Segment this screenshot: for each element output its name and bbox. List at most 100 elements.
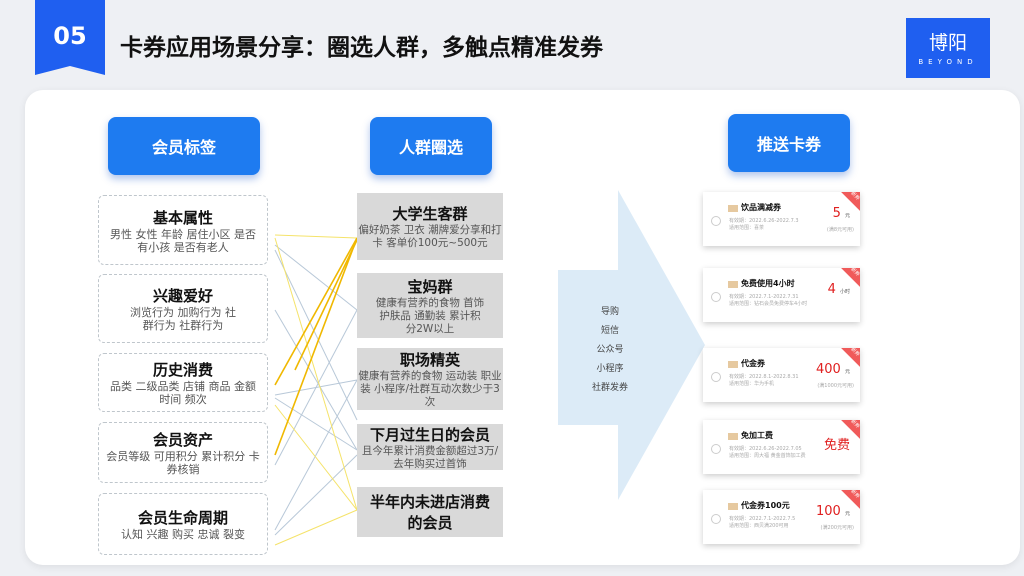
coupon-value: 4 [827,282,836,297]
link-line [274,397,358,451]
crowd-box: 下月过生日的会员且今年累计消费金额超过3万/去年购买过首饰 [357,424,503,470]
coupon-value: 400 [816,362,841,377]
coupon-circle-icon [711,514,721,524]
logo-sub: BEYOND [918,58,978,66]
tag-title: 历史消费 [152,361,213,379]
coupon-name: 免加工费 [741,431,773,440]
coupon-scope: 适用范围：西贝满200可用 [729,523,789,529]
coupon-name: 饮品满减券 [741,203,781,212]
tag-desc: 男性 女性 年龄 居住小区 是否有小孩 是否有老人 [110,227,256,254]
coupon-validity: 有效期：2022.8.1-2022.8.31 [729,374,799,380]
crowd-title: 半年内未进店消费的会员 [369,493,490,532]
coupon-name: 代金券100元 [741,501,790,510]
link-line [274,454,358,536]
coupon-unit: 元 [844,369,850,375]
ticket-icon [728,433,738,440]
coupon-unit: 元 [844,213,850,219]
tag-box: 基本属性男性 女性 年龄 居住小区 是否有小孩 是否有老人 [98,195,268,265]
crowd-title: 宝妈群 [407,277,453,296]
tag-title: 兴趣爱好 [152,287,213,305]
crowd-box: 大学生客群偏好奶茶 卫衣 潮牌爱分享和打卡 客单价100元~500元 [357,193,503,260]
coupon-name: 代金券 [741,359,765,368]
link-line [274,237,358,456]
coupon-name: 免费使用4小时 [741,279,795,288]
coupon-value-wrap: 400 元 [816,362,850,377]
link-line [274,237,358,511]
channel-item: 小程序 [596,364,624,374]
slide-number: 05 [35,0,105,75]
channel-item: 社群发券 [591,383,628,393]
tag-desc: 浏览行为 加购行为 社群行为 社群行为 [130,306,236,332]
coupon-value: 5 [832,206,841,221]
coupon-scope: 适用范围：华为手机 [729,381,775,387]
crowd-desc: 健康有营养的食物 首饰 护肤品 通勤装 累计积分2W以上 [375,296,485,335]
tag-box: 会员资产会员等级 可用积分 累计积分 卡券核销 [98,422,268,483]
coupon-circle-icon [711,372,721,382]
crowd-selection-header: 人群圈选 [370,117,492,175]
crowd-title: 下月过生日的会员 [369,425,490,444]
tag-title: 会员资产 [152,431,213,449]
crowd-title: 职场精英 [399,351,460,369]
channel-list: 导购 短信 公众号 小程序 社群发券 [580,303,640,398]
coupon-validity: 有效期：2022.6.26-2022.7.3 [729,218,799,224]
coupon-condition: (满200元可用) [820,525,854,531]
channel-item: 短信 [600,326,619,336]
coupon-value-wrap: 5 元 [833,206,850,221]
crowd-title: 大学生客群 [392,205,468,223]
coupon-value: 100 [816,504,841,519]
coupon-condition: (满8元可用) [826,227,854,233]
link-line [294,239,358,371]
push-coupons-header: 推送卡券 [728,114,850,172]
channel-arrow [558,190,705,500]
link-line [274,234,358,239]
crowd-desc: 偏好奶茶 卫衣 潮牌爱分享和打卡 客单价100元~500元 [358,224,502,249]
ticket-icon [728,281,738,288]
tag-box: 兴趣爱好浏览行为 加购行为 社群行为 社群行为 [98,274,268,343]
logo-name: 博阳 [928,32,967,54]
link-line [274,404,358,511]
ticket-icon [728,361,738,368]
coupon-circle-icon [711,216,721,226]
coupon-circle-icon [711,292,721,302]
coupon-unit: 小时 [839,289,850,295]
channel-item: 公众号 [596,345,624,355]
link-line [274,244,358,311]
coupon-value: 免费 [823,438,850,453]
coupon-validity: 有效期：2022.6.26-2022.7.05 [729,446,802,452]
crowd-desc: 健康有营养的食物 运动装 职业装 小程序/社群互动次数少于3次 [358,370,502,408]
member-tags-header: 会员标签 [108,117,260,175]
coupon-value-wrap: 4 小时 [828,282,850,297]
tag-desc: 认知 兴趣 购买 忠诚 裂变 [121,528,245,541]
tag-title: 会员生命周期 [137,509,228,527]
coupon-condition: (满1000元可用) [817,383,854,389]
logo: 博阳 BEYOND [906,18,990,78]
crowd-desc: 且今年累计消费金额超过3万/去年购买过首饰 [361,444,499,470]
crowd-box: 职场精英健康有营养的食物 运动装 职业装 小程序/社群互动次数少于3次 [357,348,503,410]
channel-item: 导购 [600,307,619,317]
coupon-validity: 有效期：2022.7.1-2022.7.5 [729,516,796,522]
coupon-value-wrap: 免费 [824,434,850,453]
link-line [274,309,358,466]
coupon-value-wrap: 100 元 [816,504,850,519]
tag-desc: 会员等级 可用积分 累计积分 卡券核销 [106,450,260,476]
tag-box: 会员生命周期认知 兴趣 购买 忠诚 裂变 [98,493,268,555]
crowd-box: 半年内未进店消费的会员 [357,487,503,537]
ticket-icon [728,205,738,212]
ticket-icon [728,503,738,510]
link-line [274,379,358,531]
coupon-circle-icon [711,444,721,454]
link-line [274,309,358,451]
slide-title: 卡券应用场景分享：圈选人群，多触点精准发券 [120,35,603,61]
coupon-validity: 有效期：2022.7.1-2022.7.31 [729,294,799,300]
tag-box: 历史消费品类 二级品类 店铺 商品 金额 时间 频次 [98,353,268,412]
